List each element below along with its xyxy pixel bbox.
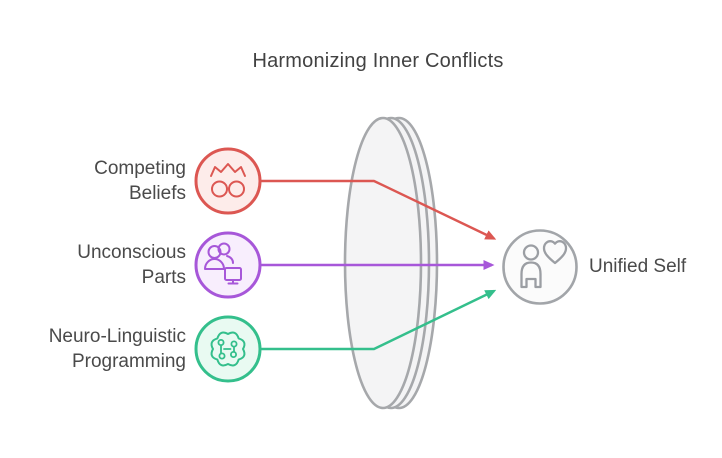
diagram-title: Harmonizing Inner Conflicts	[252, 50, 504, 72]
brain-circuit-icon	[210, 331, 246, 367]
arrow-neuro-linguistic-programming	[261, 289, 497, 351]
label-unconscious-parts: Unconscious Parts	[8, 240, 186, 290]
label-line: Unconscious	[77, 242, 186, 263]
lens-shape	[343, 116, 439, 410]
person-computer-icon	[204, 242, 242, 285]
label-unified-self: Unified Self	[589, 256, 687, 277]
conflict-people-icon	[210, 163, 246, 198]
node-unconscious-parts	[194, 231, 262, 299]
node-neuro-linguistic-programming	[194, 315, 262, 383]
label-line: Neuro-Linguistic	[48, 326, 186, 347]
lens-front-face	[343, 116, 423, 410]
label-line: Beliefs	[128, 183, 186, 204]
label-line: Programming	[71, 351, 186, 372]
label-line: Parts	[141, 267, 186, 288]
person-heart-icon	[520, 240, 568, 289]
node-circle	[194, 147, 262, 215]
label-neuro-linguistic-programming: Neuro-Linguistic Programming	[8, 324, 186, 374]
node-circle	[194, 231, 262, 299]
node-competing-beliefs	[194, 147, 262, 215]
node-unified-self	[502, 229, 578, 305]
arrow-competing-beliefs	[261, 179, 497, 240]
label-line: Competing	[94, 158, 186, 179]
label-competing-beliefs: Competing Beliefs	[8, 156, 186, 206]
